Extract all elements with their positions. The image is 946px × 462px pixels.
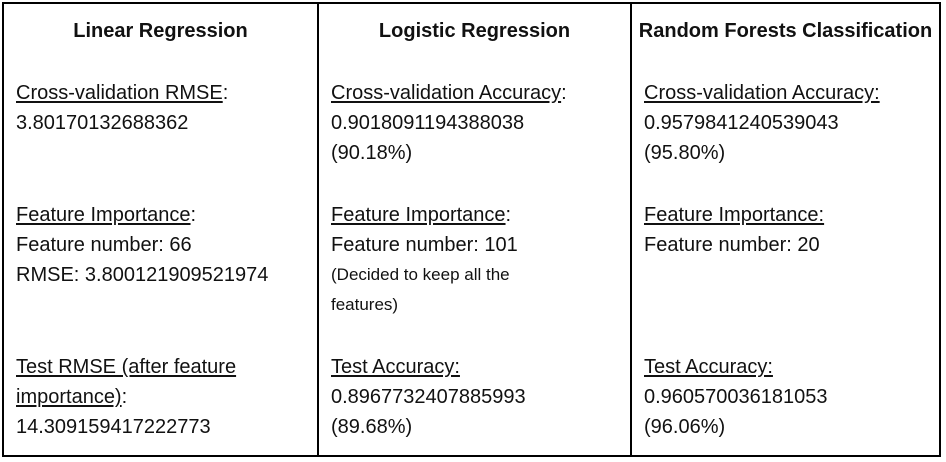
- column-title: Random Forests Classification: [638, 20, 933, 42]
- cv-section: Cross-validation RMSE: 3.80170132688362: [16, 78, 313, 138]
- feature-number: Feature number: 101: [331, 234, 518, 256]
- fi-label: Feature Importance:: [644, 204, 825, 226]
- test-section: Test Accuracy: 0.960570036181053 (96.06%…: [644, 352, 935, 442]
- test-section: Test Accuracy: 0.8967732407885993 (89.68…: [331, 352, 626, 442]
- column-random-forests: Random Forests Classification Cross-vali…: [630, 4, 939, 455]
- cv-value: 0.9018091194388038: [331, 112, 525, 134]
- test-label: Test Accuracy:: [331, 356, 460, 378]
- cv-label: Cross-validation Accuracy:: [644, 82, 880, 104]
- test-percent: (89.68%): [331, 416, 413, 438]
- feature-importance-section: Feature Importance: Feature number: 20: [644, 200, 935, 260]
- cv-section: Cross-validation Accuracy: 0.90180911943…: [331, 78, 626, 168]
- test-value: 0.960570036181053: [644, 386, 828, 408]
- cv-label: Cross-validation Accuracy: [331, 82, 562, 104]
- fi-note-line2: features): [331, 295, 399, 314]
- feature-number: Feature number: 66: [16, 234, 192, 256]
- cv-suffix: :: [222, 82, 229, 104]
- fi-label: Feature Importance: [331, 204, 506, 226]
- test-label-line2: importance): [16, 386, 122, 408]
- feature-number: Feature number: 20: [644, 234, 820, 256]
- test-label: Test Accuracy:: [644, 356, 773, 378]
- fi-suffix: :: [190, 204, 197, 226]
- results-table: Linear Regression Cross-validation RMSE:…: [2, 2, 941, 457]
- test-value: 14.309159417222773: [16, 416, 211, 438]
- test-suffix: :: [121, 386, 128, 408]
- cv-label: Cross-validation RMSE: [16, 82, 223, 104]
- cv-value: 0.9579841240539043: [644, 112, 839, 134]
- cv-section: Cross-validation Accuracy: 0.95798412405…: [644, 78, 935, 168]
- test-section: Test RMSE (after feature importance): 14…: [16, 352, 313, 442]
- fi-note-line1: (Decided to keep all the: [331, 265, 510, 284]
- feature-importance-section: Feature Importance: Feature number: 66 R…: [16, 200, 313, 290]
- fi-label: Feature Importance: [16, 204, 191, 226]
- test-label-line1: Test RMSE (after feature: [16, 356, 237, 378]
- fi-suffix: :: [505, 204, 512, 226]
- column-logistic-regression: Logistic Regression Cross-validation Acc…: [317, 4, 630, 455]
- test-value: 0.8967732407885993: [331, 386, 526, 408]
- cv-value: 3.80170132688362: [16, 112, 189, 134]
- cv-percent: (95.80%): [644, 142, 726, 164]
- column-title: Logistic Regression: [378, 20, 571, 42]
- column-linear-regression: Linear Regression Cross-validation RMSE:…: [4, 4, 317, 455]
- test-percent: (96.06%): [644, 416, 726, 438]
- column-title: Linear Regression: [73, 20, 248, 42]
- feature-importance-section: Feature Importance: Feature number: 101 …: [331, 200, 626, 320]
- fi-rmse: RMSE: 3.800121909521974: [16, 264, 269, 286]
- cv-suffix: :: [561, 82, 567, 104]
- cv-percent: (90.18%): [331, 142, 413, 164]
